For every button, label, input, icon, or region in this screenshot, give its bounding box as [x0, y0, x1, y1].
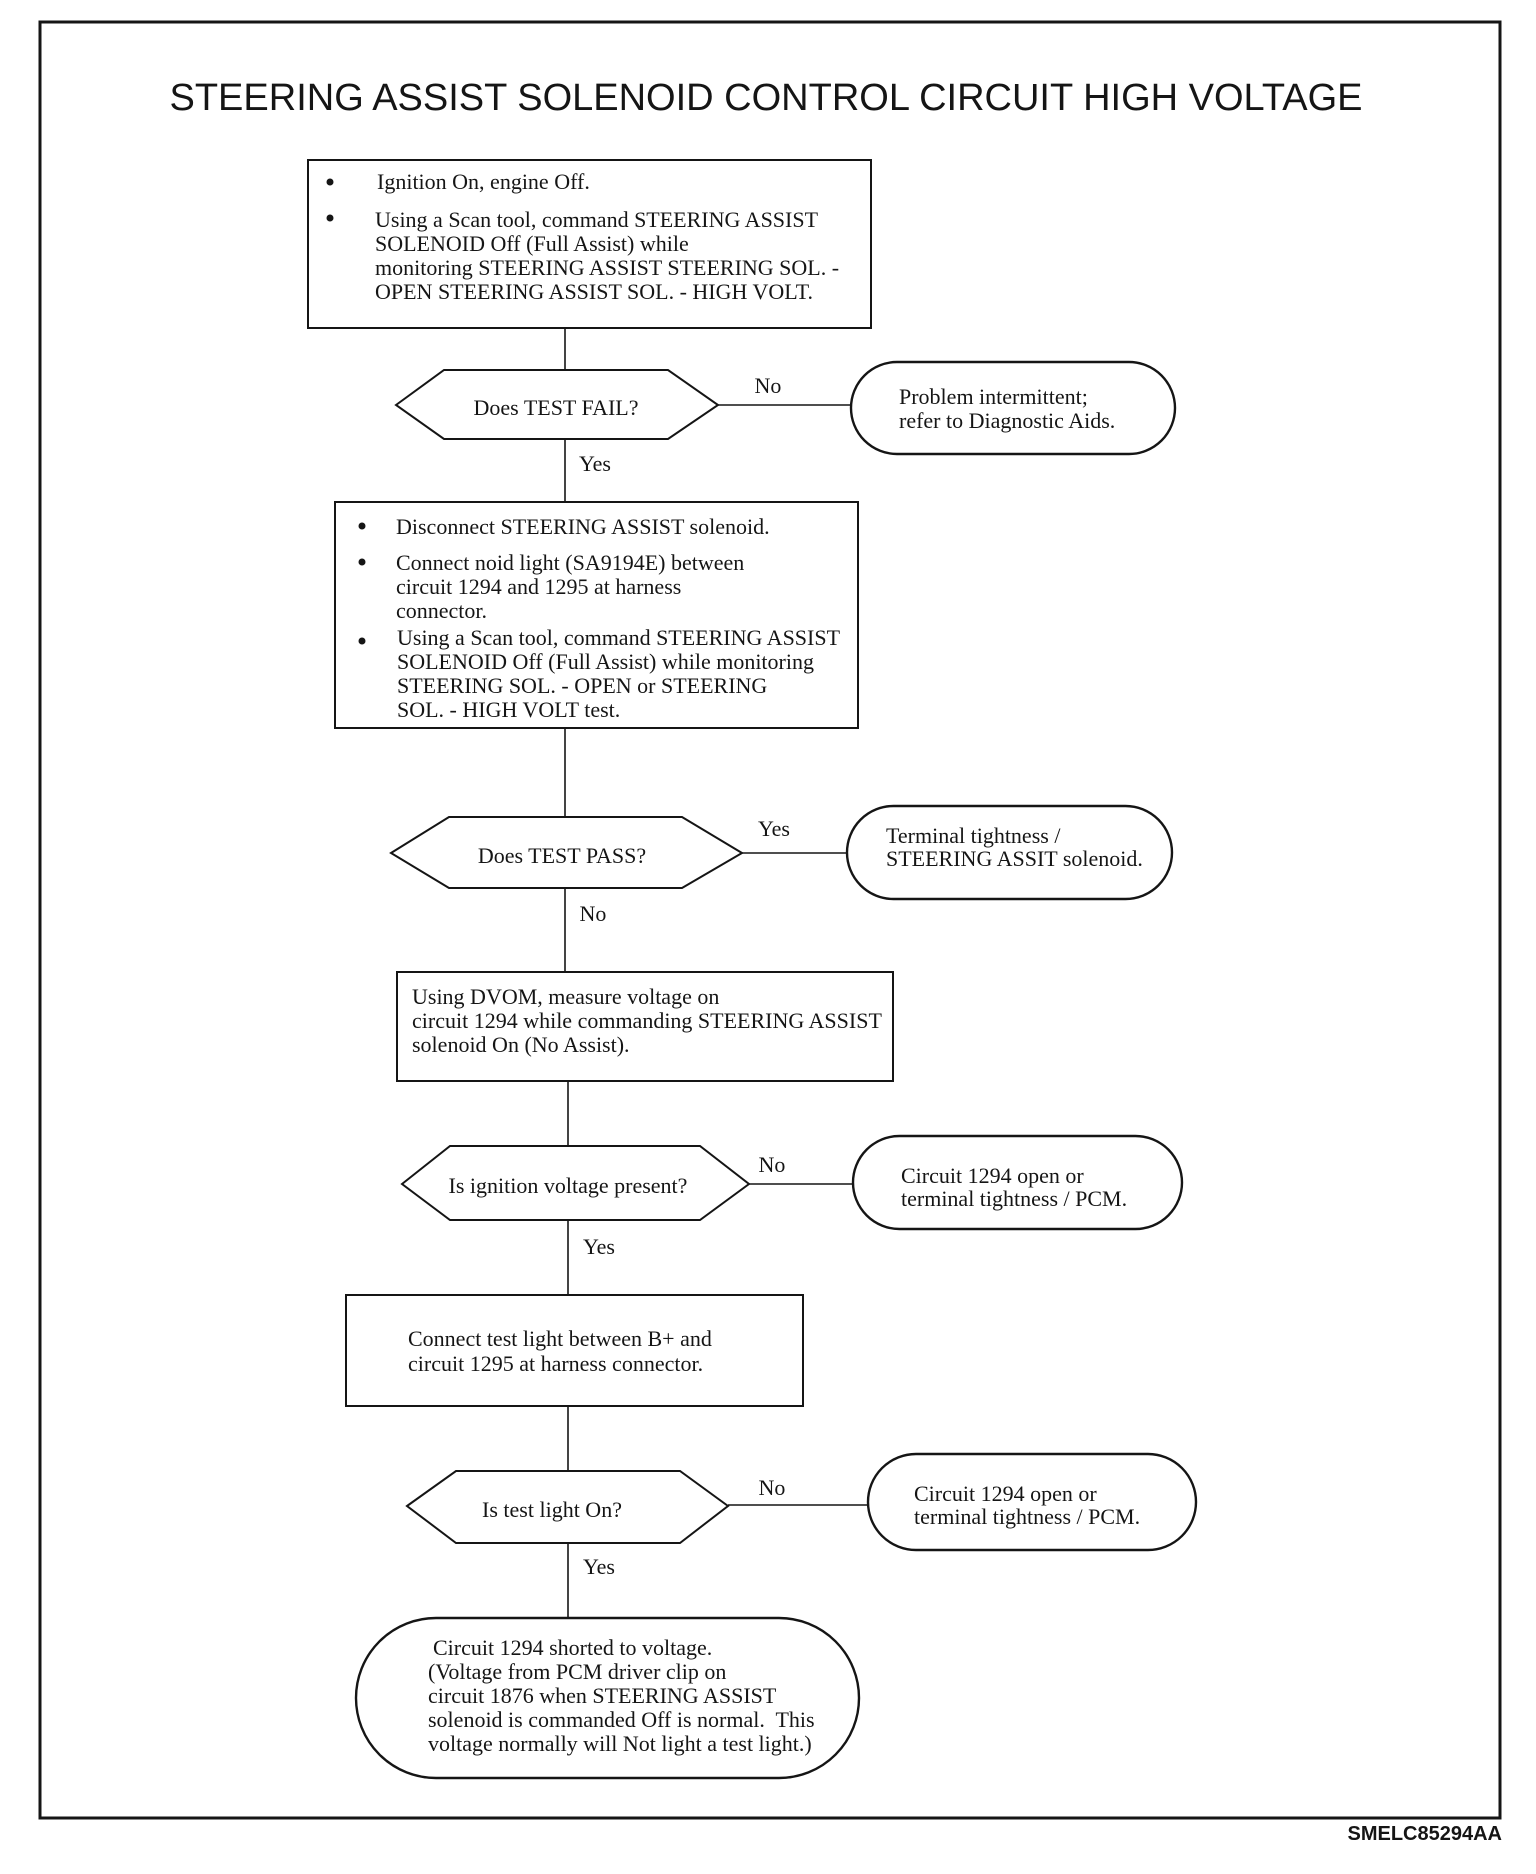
bullet-icon [358, 558, 366, 566]
step-2-bullet-3-line-3: STEERING SOL. - OPEN or STEERING [397, 673, 767, 698]
step-2-bullet-3-line-4: SOL. - HIGH VOLT test. [397, 697, 620, 722]
decision-2-yes-label: Yes [758, 816, 790, 841]
result-1-line-2: refer to Diagnostic Aids. [899, 408, 1115, 433]
step-1-bullet-1-line-1: Ignition On, engine Off. [377, 169, 590, 194]
decision-3: Is ignition voltage present? No Yes [400, 1145, 786, 1259]
result-4-line-2: terminal tightness / PCM. [914, 1504, 1140, 1529]
result-5-line-1: Circuit 1294 shorted to voltage. [433, 1635, 712, 1660]
decision-4-shape [405, 1470, 730, 1544]
step-1-frame [307, 159, 872, 329]
decision-3-question: Is ignition voltage present? [449, 1173, 688, 1198]
figure-code: SMELC85294AA [1347, 1823, 1502, 1845]
step-1-bullet-2-line-2: SOLENOID Off (Full Assist) while [375, 231, 689, 256]
result-5-line-4: solenoid is commanded Off is normal. Thi… [428, 1707, 815, 1732]
result-5-line-5: voltage normally will Not light a test l… [428, 1731, 812, 1756]
result-4-frame [866, 1452, 1198, 1552]
decision-3-yes-label: Yes [583, 1234, 615, 1259]
result-5-terminal: Circuit 1294 shorted to voltage. (Voltag… [354, 1616, 861, 1780]
bullet-icon [358, 637, 366, 645]
decision-4-yes-label: Yes [583, 1554, 615, 1579]
bullet-icon [326, 214, 334, 222]
step-1-bullet-2-line-4: OPEN STEERING ASSIST SOL. - HIGH VOLT. [375, 279, 813, 304]
decision-1-question: Does TEST FAIL? [474, 395, 639, 420]
result-3-frame [851, 1134, 1184, 1231]
decision-1-no-label: No [755, 373, 782, 398]
result-3-terminal: Circuit 1294 open or terminal tightness … [851, 1134, 1184, 1231]
step-1-bullet-2-line-1: Using a Scan tool, command STEERING ASSI… [375, 207, 819, 232]
step-4-frame [345, 1294, 804, 1407]
result-1-terminal: Problem intermittent; refer to Diagnosti… [849, 360, 1177, 456]
step-2-bullet-2-line-2: circuit 1294 and 1295 at harness [396, 574, 681, 599]
decision-4-no-label: No [759, 1475, 786, 1500]
step-2-bullet-3-line-2: SOLENOID Off (Full Assist) while monitor… [397, 649, 814, 674]
result-1-line-1: Problem intermittent; [899, 384, 1088, 409]
result-3-line-1: Circuit 1294 open or [901, 1163, 1084, 1188]
decision-2: Does TEST PASS? Yes No [389, 816, 790, 926]
step-4-box: Connect test light between B+ and circui… [345, 1294, 804, 1407]
step-3-line-2: circuit 1294 while commanding STEERING A… [412, 1008, 882, 1033]
result-2-frame [845, 804, 1174, 901]
step-4-line-1: Connect test light between B+ and [408, 1326, 712, 1351]
bullet-icon [326, 178, 334, 186]
decision-4: Is test light On? No Yes [405, 1470, 786, 1579]
step-2-bullet-2-line-1: Connect noid light (SA9194E) between [396, 550, 744, 575]
step-2-box: Disconnect STEERING ASSIST solenoid. Con… [334, 501, 859, 729]
result-5-line-3: circuit 1876 when STEERING ASSIST [428, 1683, 777, 1708]
result-5-line-2: (Voltage from PCM driver clip on [428, 1659, 726, 1684]
result-3-line-2: terminal tightness / PCM. [901, 1186, 1127, 1211]
step-3-box: Using DVOM, measure voltage on circuit 1… [396, 971, 894, 1082]
decision-2-question: Does TEST PASS? [478, 843, 646, 868]
step-1-box: Ignition On, engine Off. Using a Scan to… [307, 159, 872, 329]
step-2-bullet-3-line-1: Using a Scan tool, command STEERING ASSI… [397, 625, 841, 650]
step-2-bullet-2-line-3: connector. [396, 598, 487, 623]
step-1-bullet-2-line-3: monitoring STEERING ASSIST STEERING SOL.… [375, 255, 839, 280]
decision-1: Does TEST FAIL? No Yes [394, 369, 782, 476]
decision-1-shape [394, 369, 720, 440]
decision-3-no-label: No [759, 1152, 786, 1177]
result-2-line-2: STEERING ASSIT solenoid. [886, 846, 1143, 871]
result-2-terminal: Terminal tightness / STEERING ASSIT sole… [845, 804, 1174, 901]
decision-3-shape [400, 1145, 751, 1221]
step-2-bullet-1-line-1: Disconnect STEERING ASSIST solenoid. [396, 514, 770, 539]
result-4-terminal: Circuit 1294 open or terminal tightness … [866, 1452, 1198, 1552]
decision-2-no-label: No [580, 901, 607, 926]
result-5-frame [354, 1616, 861, 1780]
result-1-frame [849, 360, 1177, 456]
page-title: STEERING ASSIST SOLENOID CONTROL CIRCUIT… [170, 77, 1363, 119]
connectors [564, 328, 868, 1618]
page-frame [38, 20, 1502, 1820]
decision-4-question: Is test light On? [482, 1497, 622, 1522]
decision-2-shape [389, 816, 744, 889]
step-3-line-1: Using DVOM, measure voltage on [412, 984, 719, 1009]
result-4-line-1: Circuit 1294 open or [914, 1481, 1097, 1506]
step-2-frame [334, 501, 859, 729]
step-3-frame [396, 971, 894, 1082]
decision-1-yes-label: Yes [579, 451, 611, 476]
step-3-line-3: solenoid On (No Assist). [412, 1032, 630, 1057]
result-2-line-1: Terminal tightness / [886, 823, 1061, 848]
bullet-icon [358, 522, 366, 530]
step-4-line-2: circuit 1295 at harness connector. [408, 1351, 703, 1376]
